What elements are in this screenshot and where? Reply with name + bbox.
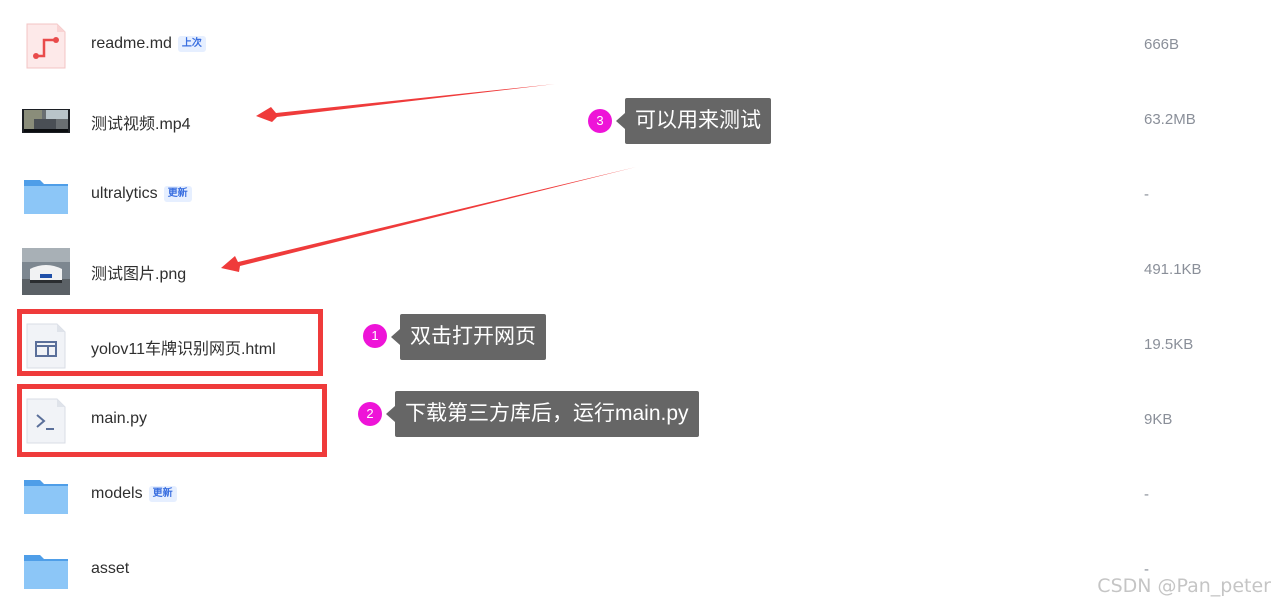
file-name[interactable]: 测试视频.mp4 (91, 116, 191, 133)
file-size: 9KB (1144, 411, 1173, 428)
step-badge-3: 3 (588, 109, 612, 133)
step-badge-1: 1 (363, 324, 387, 348)
folder-icon (22, 547, 70, 595)
file-name[interactable]: ultralytics 更新 (91, 185, 192, 203)
file-size: 63.2MB (1144, 111, 1196, 128)
script-file-icon (22, 397, 70, 445)
callout-test-files: 可以用来测试 (616, 98, 771, 144)
file-size: - (1144, 561, 1149, 578)
file-row-readme[interactable]: readme.md 上次 666B (0, 14, 1277, 74)
folder-icon (22, 472, 70, 520)
folder-icon (22, 172, 70, 220)
highlight-box-html (17, 309, 323, 376)
callout-run-main-py: 下载第三方库后，运行main.py (386, 391, 699, 437)
highlight-box-main-py (17, 384, 327, 457)
markdown-file-icon (22, 22, 70, 70)
image-thumbnail-icon (22, 247, 70, 295)
watermark: CSDN @Pan_peter (1097, 575, 1271, 597)
file-size: 19.5KB (1144, 336, 1194, 353)
file-row-html[interactable]: yolov11车牌识别网页.html 19.5KB (0, 314, 1277, 374)
status-badge: 更新 (163, 186, 192, 202)
html-file-icon (22, 322, 70, 370)
file-row-asset[interactable]: asset - (0, 539, 1277, 599)
file-name[interactable]: 测试图片.png (91, 266, 187, 283)
file-row-models[interactable]: models 更新 - (0, 464, 1277, 524)
video-thumbnail-icon (22, 97, 70, 145)
file-name[interactable]: yolov11车牌识别网页.html (91, 341, 276, 358)
file-name[interactable]: readme.md 上次 (91, 35, 206, 53)
file-row-main-py[interactable]: main.py 9KB (0, 389, 1277, 449)
file-size: - (1144, 486, 1149, 503)
file-row-video[interactable]: 测试视频.mp4 63.2MB (0, 89, 1277, 149)
status-badge: 更新 (148, 486, 177, 502)
file-size: - (1144, 186, 1149, 203)
file-name[interactable]: main.py (91, 410, 148, 427)
file-size: 491.1KB (1144, 261, 1202, 278)
file-row-image[interactable]: 测试图片.png 491.1KB (0, 239, 1277, 299)
file-name[interactable]: models 更新 (91, 485, 177, 503)
file-name[interactable]: asset (91, 560, 130, 577)
step-badge-2: 2 (358, 402, 382, 426)
file-row-ultralytics[interactable]: ultralytics 更新 - (0, 164, 1277, 224)
callout-open-webpage: 双击打开网页 (391, 314, 546, 360)
status-badge: 上次 (177, 36, 206, 52)
file-size: 666B (1144, 36, 1180, 53)
